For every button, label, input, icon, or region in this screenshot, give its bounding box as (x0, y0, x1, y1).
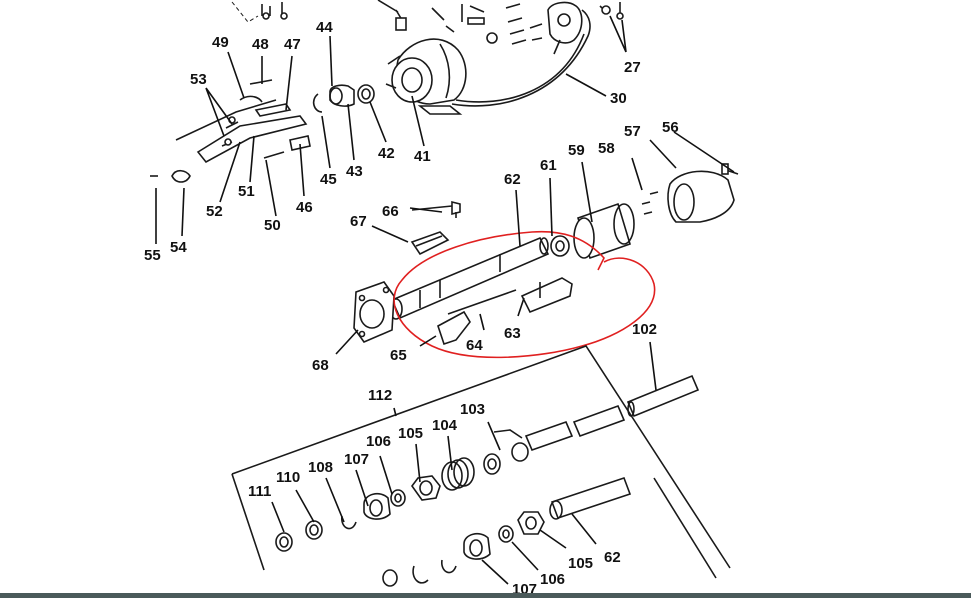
ring-110 (305, 520, 323, 540)
bushing-107a (363, 492, 391, 520)
callout-41: 41 (414, 148, 431, 165)
lever-assembly (150, 79, 311, 183)
screw-66 (411, 200, 461, 218)
clip-108 (341, 515, 357, 530)
callout-68: 68 (312, 357, 329, 374)
shift-lever-63 (520, 277, 573, 314)
callout-55: 55 (144, 247, 161, 264)
gate-65 (437, 310, 471, 346)
callout-103: 103 (460, 401, 485, 418)
bottom-scrollbar-strip (0, 593, 971, 598)
dashed-outline (231, 1, 259, 23)
bracket-67 (410, 231, 450, 256)
callout-46: 46 (296, 199, 313, 216)
rod-64 (447, 289, 517, 315)
bushing-107b (463, 532, 491, 560)
callout-56: 56 (662, 119, 679, 136)
top-small-hardware (261, 0, 543, 45)
cover-57 (667, 170, 735, 223)
screws-27 (599, 2, 624, 20)
callout-62-lower: 62 (604, 549, 621, 566)
callout-110: 110 (276, 469, 300, 486)
group-112-outline (231, 345, 731, 579)
callout-108: 108 (308, 459, 333, 476)
washer-103 (483, 453, 501, 475)
callout-112: 112 (368, 387, 392, 404)
cable-30 (451, 9, 591, 107)
callout-labels: 27 30 41 42 43 44 45 46 47 48 49 50 51 5… (144, 19, 679, 598)
callout-51: 51 (238, 183, 255, 200)
nut-105a (411, 475, 441, 501)
callout-44: 44 (316, 19, 333, 36)
callout-62-upper: 62 (504, 171, 521, 188)
callout-50: 50 (264, 217, 281, 234)
callout-63: 63 (504, 325, 521, 342)
callout-67: 67 (350, 213, 367, 230)
callout-45: 45 (320, 171, 337, 188)
shaft-segments (493, 404, 626, 462)
callout-102: 102 (632, 321, 657, 338)
callout-106-lower: 106 (540, 571, 565, 588)
callout-105-lower: 105 (568, 555, 593, 572)
shaft-102 (626, 374, 700, 418)
sleeve-59 (573, 202, 635, 260)
callout-106-upper: 106 (366, 433, 391, 450)
callout-54: 54 (170, 239, 187, 256)
callout-66: 66 (382, 203, 399, 220)
springs-58 (641, 191, 659, 215)
clip-bottom (382, 559, 457, 587)
callout-65: 65 (390, 347, 407, 364)
callout-107-upper: 107 (344, 451, 369, 468)
callout-30: 30 (610, 90, 627, 107)
callout-64: 64 (466, 337, 483, 354)
base-68 (353, 281, 395, 343)
callout-43: 43 (346, 163, 363, 180)
jacket-62 (389, 236, 550, 320)
callout-27: 27 (624, 59, 641, 76)
markup-circle (393, 230, 656, 359)
callout-105-upper: 105 (398, 425, 423, 442)
bushing-43 (329, 84, 355, 107)
bearing-61 (550, 235, 570, 257)
ring-106a (390, 489, 406, 507)
ring-111 (275, 532, 293, 552)
callout-53: 53 (190, 71, 207, 88)
clip-45 (312, 93, 323, 113)
leader-lines (155, 15, 735, 585)
callout-59: 59 (568, 142, 585, 159)
callout-48: 48 (252, 36, 269, 53)
switch-assembly (547, 1, 583, 55)
screw-56 (721, 163, 739, 175)
ring-42 (357, 84, 375, 104)
callout-57: 57 (624, 123, 641, 140)
callout-104: 104 (432, 417, 458, 434)
callout-61: 61 (540, 157, 557, 174)
lock-housing (385, 38, 467, 115)
spring-104 (441, 457, 475, 491)
nut-105b (517, 511, 545, 535)
callout-52: 52 (206, 203, 223, 220)
callout-58: 58 (598, 140, 615, 157)
callout-42: 42 (378, 145, 395, 162)
callout-111: 111 (248, 483, 271, 500)
callout-49: 49 (212, 34, 229, 51)
callout-47: 47 (284, 36, 301, 53)
shaft-62b (549, 476, 632, 520)
ring-106b (498, 525, 514, 543)
